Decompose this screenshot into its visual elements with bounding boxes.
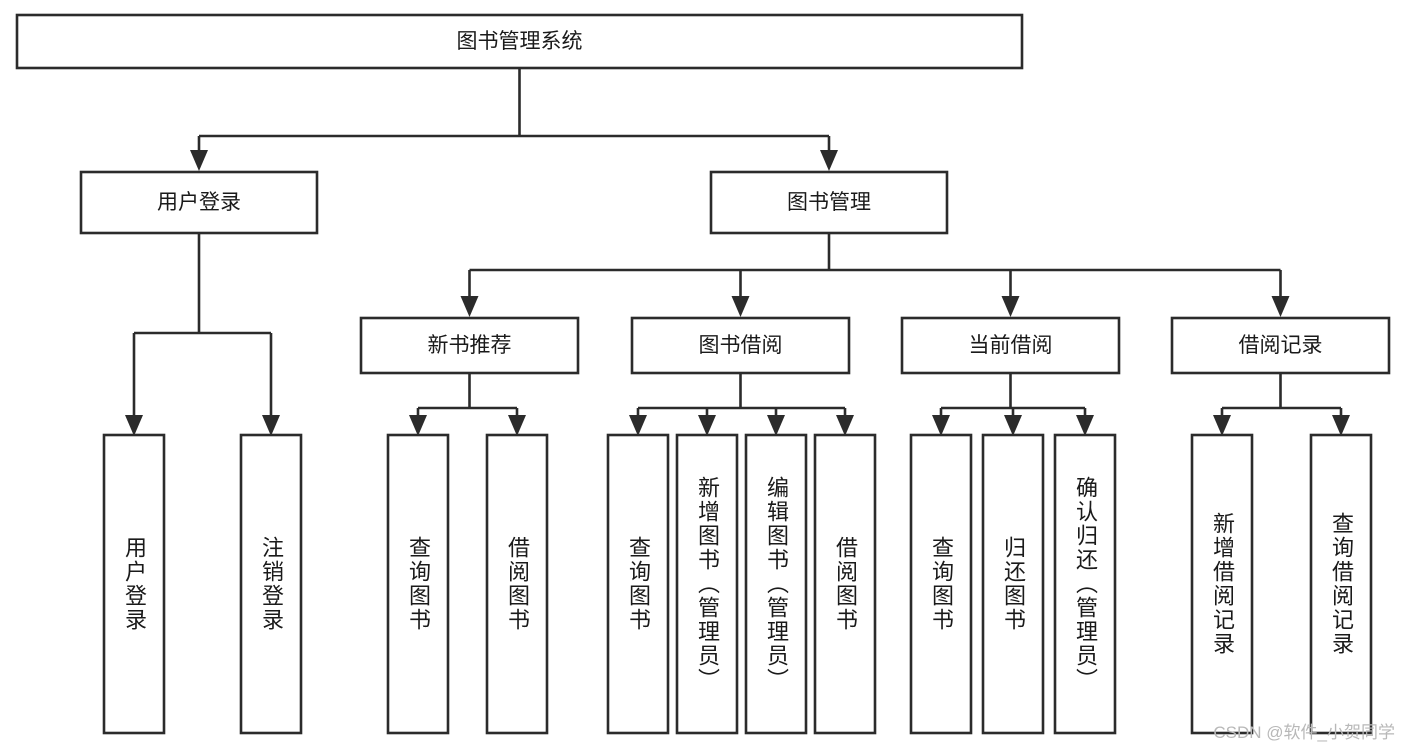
- node-leaf-user-logout-box[interactable]: [239, 433, 303, 735]
- node-leaf-user-login-box[interactable]: [102, 433, 166, 735]
- node-leaf-add-record-box[interactable]: [1190, 433, 1254, 735]
- node-leaf-query-book-1-box[interactable]: [386, 433, 450, 735]
- node-leaf-return-book-box[interactable]: [981, 433, 1045, 735]
- node-root-label: 图书管理系统: [457, 30, 583, 53]
- watermark-text: CSDN @软件_小贺同学: [1213, 723, 1395, 742]
- node-book-manage-box[interactable]: [709, 170, 949, 235]
- node-leaf-edit-book-box[interactable]: [744, 433, 808, 735]
- node-book-manage-label: 图书管理: [787, 191, 871, 214]
- node-leaf-add-book-box[interactable]: [675, 433, 739, 735]
- node-leaf-query-record-box[interactable]: [1309, 433, 1373, 735]
- node-leaf-borrow-book-2-box[interactable]: [813, 433, 877, 735]
- node-new-book-recommend-label: 新书推荐: [428, 334, 512, 357]
- node-leaf-confirm-return-box[interactable]: [1053, 433, 1117, 735]
- node-current-borrow-box[interactable]: [900, 316, 1121, 375]
- node-root-box[interactable]: [15, 13, 1024, 70]
- node-borrow-record-label: 借阅记录: [1239, 334, 1323, 357]
- node-borrow-record-box[interactable]: [1170, 316, 1391, 375]
- node-user-login-label: 用户登录: [157, 191, 241, 214]
- node-book-borrow-label: 图书借阅: [699, 334, 783, 357]
- node-current-borrow-label: 当前借阅: [969, 334, 1053, 357]
- connector-layer: [125, 68, 1350, 436]
- node-book-borrow-box[interactable]: [630, 316, 851, 375]
- node-new-book-recommend-box[interactable]: [359, 316, 580, 375]
- node-user-login-box[interactable]: [79, 170, 319, 235]
- node-leaf-borrow-book-1-box[interactable]: [485, 433, 549, 735]
- node-leaf-query-book-3-box[interactable]: [909, 433, 973, 735]
- node-leaf-query-book-2-box[interactable]: [606, 433, 670, 735]
